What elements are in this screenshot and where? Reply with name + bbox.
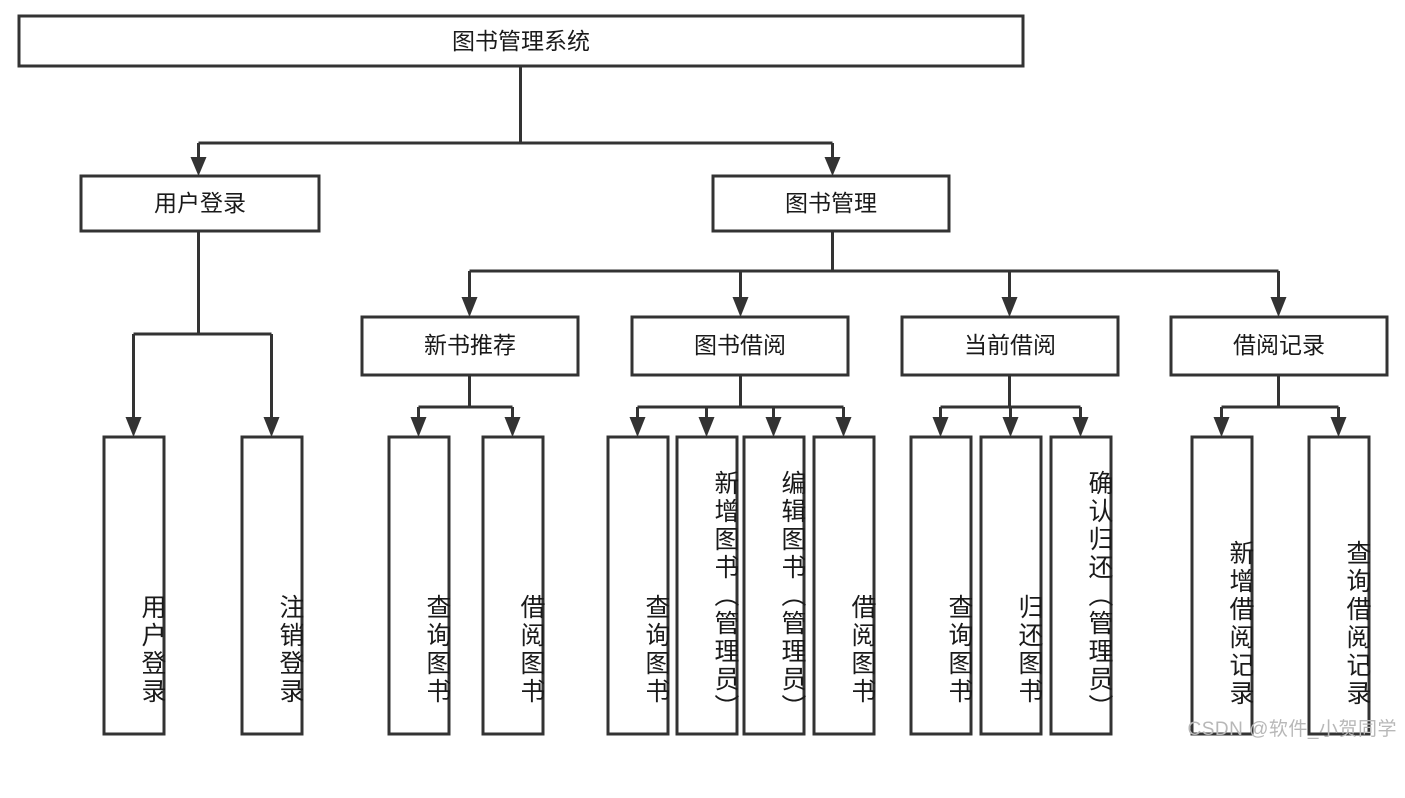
node-new-book-recommend-box[interactable] xyxy=(360,315,580,377)
arrow-current-borrow-leaf-3 xyxy=(1072,417,1089,437)
leaf-box-user-login[interactable] xyxy=(102,435,166,736)
flowchart-svg: 图书管理系统 用户登录 图书管理 新书推荐 图书借阅 当前借阅 借阅记录 xyxy=(17,14,1389,736)
leaf-box-query-book-1[interactable] xyxy=(387,435,451,736)
node-book-management-label: 图书管理 xyxy=(785,190,877,216)
leaf-box-confirm-return[interactable] xyxy=(1049,435,1113,736)
arrow-root-to-book-management xyxy=(824,157,841,176)
arrow-borrow-record-leaf-2 xyxy=(1330,417,1347,437)
node-current-borrow-box[interactable] xyxy=(900,315,1120,377)
leaf-box-query-book-2[interactable] xyxy=(606,435,670,736)
arrow-bm-to-new-book xyxy=(461,297,478,317)
leaf-box-query-book-3[interactable] xyxy=(909,435,973,736)
node-book-borrow-label: 图书借阅 xyxy=(694,332,786,358)
arrow-current-borrow-leaf-2 xyxy=(1002,417,1019,437)
node-current-borrow-label: 当前借阅 xyxy=(964,332,1056,358)
node-user-login[interactable]: 用户登录 xyxy=(79,174,321,233)
node-root-box[interactable] xyxy=(17,14,1025,68)
arrow-user-login-to-leaf-1 xyxy=(125,417,142,437)
arrow-bm-to-current-borrow xyxy=(1001,297,1018,317)
node-book-borrow-box[interactable] xyxy=(630,315,850,377)
arrow-root-to-user-login xyxy=(190,157,207,176)
leaf-box-return-book[interactable] xyxy=(979,435,1043,736)
node-borrow-record[interactable]: 借阅记录 xyxy=(1169,315,1389,377)
node-book-borrow[interactable]: 图书借阅 xyxy=(630,315,850,377)
node-book-management[interactable]: 图书管理 xyxy=(711,174,951,233)
arrow-book-borrow-leaf-2 xyxy=(698,417,715,437)
node-root[interactable]: 图书管理系统 xyxy=(17,14,1025,68)
arrow-book-borrow-leaf-4 xyxy=(835,417,852,437)
arrow-current-borrow-leaf-1 xyxy=(932,417,949,437)
leaf-box-add-book[interactable] xyxy=(675,435,739,736)
node-user-login-box[interactable] xyxy=(79,174,321,233)
leaf-box-logout-login[interactable] xyxy=(240,435,304,736)
node-borrow-record-label: 借阅记录 xyxy=(1233,332,1325,358)
node-new-book-recommend-label: 新书推荐 xyxy=(424,332,516,358)
node-root-label: 图书管理系统 xyxy=(452,28,590,54)
csdn-watermark: CSDN @软件_小贺同学 xyxy=(1187,719,1397,740)
node-book-management-box[interactable] xyxy=(711,174,951,233)
leaf-box-borrow-book-2[interactable] xyxy=(812,435,876,736)
node-borrow-record-box[interactable] xyxy=(1169,315,1389,377)
node-user-login-label: 用户登录 xyxy=(154,190,246,216)
leaf-box-add-record[interactable] xyxy=(1190,435,1254,736)
arrow-bm-to-borrow-record xyxy=(1270,297,1287,317)
arrow-new-book-leaf-1 xyxy=(410,417,427,437)
connector-group xyxy=(125,66,1347,437)
leaf-box-edit-book[interactable] xyxy=(742,435,806,736)
diagram-canvas: 图书管理系统 用户登录 图书管理 新书推荐 图书借阅 当前借阅 借阅记录 xyxy=(17,14,1397,740)
leaf-box-borrow-book-1[interactable] xyxy=(481,435,545,736)
arrow-new-book-leaf-2 xyxy=(504,417,521,437)
node-new-book-recommend[interactable]: 新书推荐 xyxy=(360,315,580,377)
leaf-boxes xyxy=(102,435,1371,736)
arrow-borrow-record-leaf-1 xyxy=(1213,417,1230,437)
leaf-box-query-record[interactable] xyxy=(1307,435,1371,736)
arrow-user-login-to-leaf-2 xyxy=(263,417,280,437)
arrow-book-borrow-leaf-3 xyxy=(765,417,782,437)
arrow-bm-to-book-borrow xyxy=(732,297,749,317)
node-current-borrow[interactable]: 当前借阅 xyxy=(900,315,1120,377)
arrow-book-borrow-leaf-1 xyxy=(629,417,646,437)
